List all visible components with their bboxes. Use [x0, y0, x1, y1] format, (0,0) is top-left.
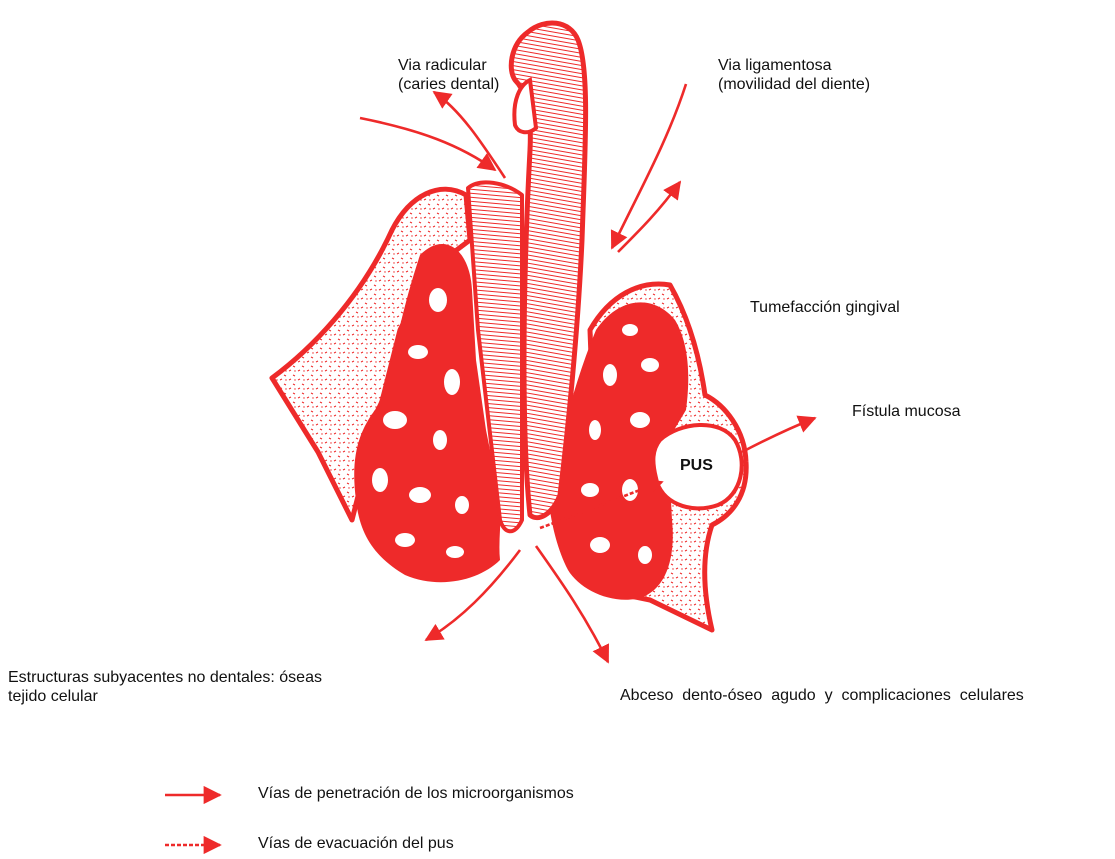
legend-penetration-label: Vías de penetración de los microorganism… — [258, 784, 574, 803]
label-estructuras-line2: tejido celular — [8, 687, 322, 706]
label-estructuras: Estructuras subyacentes no dentales: óse… — [8, 668, 322, 706]
label-via-ligamentosa-line1: Via ligamentosa — [718, 56, 870, 75]
label-fistula: Fístula mucosa — [852, 402, 960, 421]
legend-arrows — [165, 795, 220, 845]
arrow-ligament-in — [612, 84, 686, 248]
label-abceso: Abceso dento-óseo agudo y complicaciones… — [620, 686, 1024, 705]
tooth-crown-tip — [514, 80, 536, 132]
label-estructuras-line1: Estructuras subyacentes no dentales: óse… — [8, 668, 322, 687]
arrow-radicular-in — [360, 118, 495, 170]
label-via-ligamentosa: Via ligamentosa (movilidad del diente) — [718, 56, 870, 94]
label-tumefaccion: Tumefacción gingival — [750, 298, 900, 317]
label-via-radicular-line2: (caries dental) — [398, 75, 499, 94]
arrow-radicular-out — [434, 92, 505, 178]
label-via-radicular-line1: Via radicular — [398, 56, 499, 75]
label-via-ligamentosa-line2: (movilidad del diente) — [718, 75, 870, 94]
arrow-fistula — [742, 418, 815, 452]
legend-evacuation-label: Vías de evacuación del pus — [258, 834, 454, 853]
label-pus: PUS — [680, 457, 713, 475]
label-via-radicular: Via radicular (caries dental) — [398, 56, 499, 94]
